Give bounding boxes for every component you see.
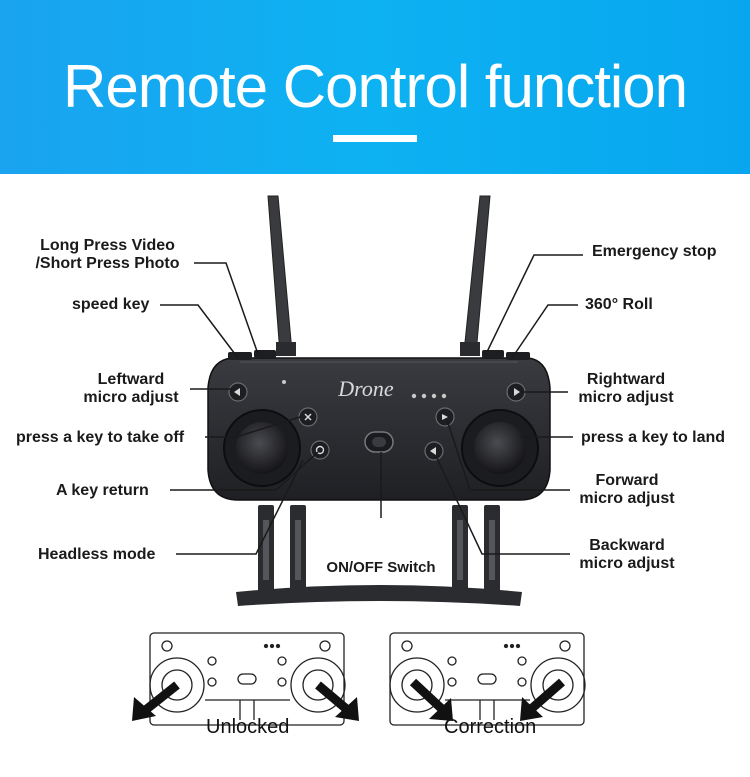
long-press-line2: /Short Press Photo (35, 255, 180, 272)
land-label: press a key to land (581, 429, 726, 446)
on-off-switch-label: ON/OFF Switch (326, 559, 436, 576)
rightward-line1: Rightward (586, 371, 666, 388)
forward-label: Forward micro adjust (572, 472, 682, 508)
unlocked-arrowheads (132, 697, 359, 721)
long-press-label: Long Press Video /Short Press Photo (30, 237, 185, 273)
page-title: Remote Control function (63, 53, 688, 120)
forward-line2: micro adjust (579, 490, 675, 507)
rightward-label: Rightward micro adjust (570, 371, 682, 407)
right-arrow-icon (514, 388, 520, 396)
phone-stand (236, 505, 522, 606)
leftward-line2: micro adjust (83, 389, 179, 406)
return-icon (315, 445, 325, 455)
headless-mode-label: Headless mode (38, 546, 156, 563)
unlocked-diagram (149, 632, 346, 726)
takeoff-icon (304, 413, 312, 421)
key-return-label: A key return (56, 482, 149, 499)
correction-arrows (409, 678, 565, 714)
correction-diagram (389, 632, 586, 726)
leftward-label: Leftward micro adjust (76, 371, 186, 407)
forward-arrow-icon (442, 414, 448, 420)
emergency-stop-label: Emergency stop (592, 243, 717, 260)
correction-label: Correction (444, 716, 537, 738)
leftward-line1: Leftward (97, 371, 165, 388)
long-press-line1: Long Press Video (40, 237, 175, 254)
indicator-leds (282, 380, 447, 399)
backward-label: Backward micro adjust (570, 537, 684, 573)
unlocked-arrows (140, 681, 353, 716)
leader-lines (160, 254, 583, 555)
left-joystick[interactable] (223, 409, 301, 487)
backward-line2: micro adjust (579, 555, 675, 572)
rightward-line2: micro adjust (578, 389, 674, 406)
left-arrow-icon (234, 388, 240, 396)
antenna-right (460, 195, 491, 356)
forward-line1: Forward (595, 472, 659, 489)
backward-arrow-icon (430, 447, 436, 455)
take-off-label: press a key to take off (16, 429, 185, 446)
brand-text: Drone (337, 376, 394, 401)
title-underline (333, 135, 417, 142)
unlocked-label: Unlocked (206, 716, 290, 738)
correction-arrowheads (429, 697, 543, 721)
backward-line1: Backward (589, 537, 665, 554)
header-banner: Remote Control function (0, 0, 750, 174)
antenna-left (267, 195, 296, 356)
speed-key-label: speed key (72, 296, 150, 313)
right-joystick[interactable] (461, 409, 539, 487)
roll-360-label: 360° Roll (585, 296, 653, 313)
